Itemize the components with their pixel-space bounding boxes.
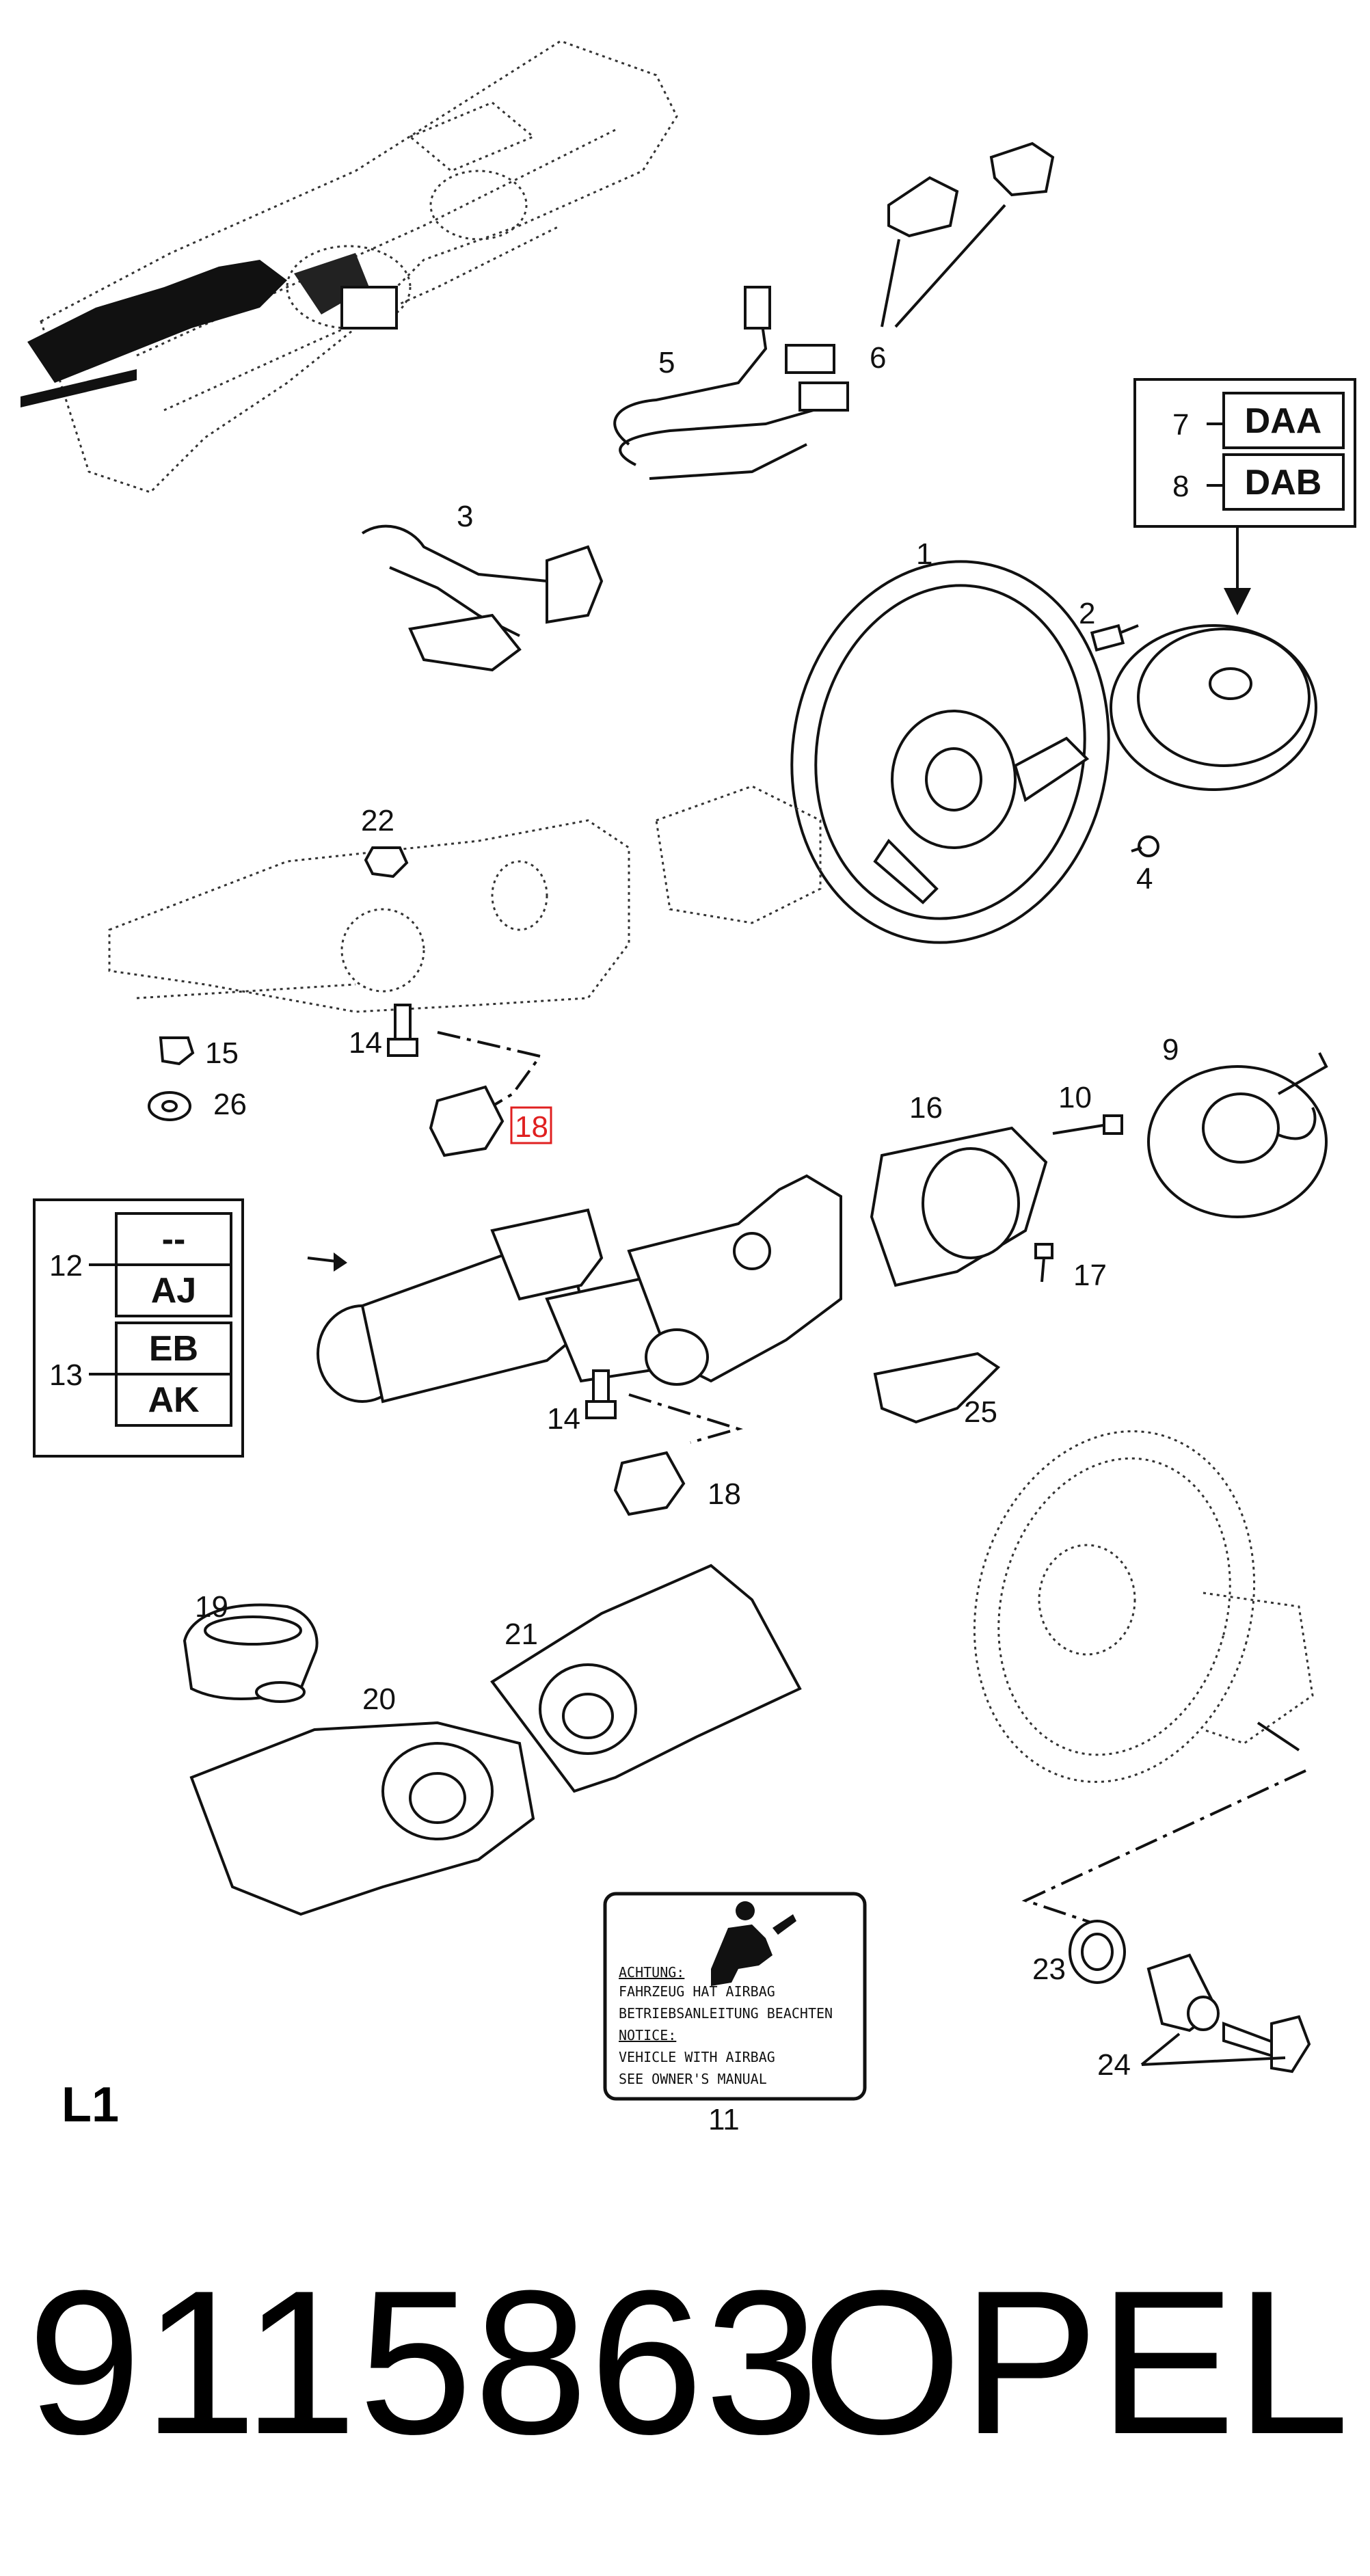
callout-22: 22 bbox=[361, 804, 394, 837]
warning-line-5: VEHICLE WITH AIRBAG bbox=[619, 2049, 775, 2065]
callout-8: 8 bbox=[1172, 470, 1189, 503]
steering-column-assembly bbox=[307, 1174, 842, 1404]
part-5-harness bbox=[613, 286, 849, 480]
footer: 9115863 OPEL bbox=[0, 2249, 1370, 2475]
variant-code-dab: DAB bbox=[1245, 463, 1322, 502]
callout-25: 25 bbox=[964, 1395, 997, 1429]
callout-3: 3 bbox=[457, 500, 473, 533]
part-14-bolt-lower bbox=[585, 1369, 617, 1419]
variant-code-daa: DAA bbox=[1245, 401, 1322, 441]
callout-16: 16 bbox=[909, 1091, 943, 1125]
warning-line-1: ACHTUNG: bbox=[619, 1964, 684, 1981]
part-1-steering-wheel bbox=[790, 560, 1110, 944]
warning-line-4: NOTICE: bbox=[619, 2027, 676, 2043]
warning-line-6: SEE OWNER'S MANUAL bbox=[619, 2071, 767, 2087]
variant-box-column: 12 13 -- AJ EB AK bbox=[33, 1198, 244, 1458]
part-2-bolt bbox=[1090, 623, 1139, 652]
page-code: L1 bbox=[62, 2078, 120, 2132]
steering-wheel-outline bbox=[973, 1430, 1314, 1783]
callout-20: 20 bbox=[362, 1682, 396, 1716]
callout-6: 6 bbox=[870, 341, 886, 375]
callout-5: 5 bbox=[658, 346, 675, 379]
callout-21: 21 bbox=[505, 1618, 538, 1651]
variant-code-aj: AJ bbox=[151, 1271, 196, 1311]
callout-10: 10 bbox=[1058, 1081, 1092, 1114]
steering-column-outline bbox=[108, 785, 822, 1013]
part-number: 9115863 bbox=[27, 2247, 820, 2477]
callout-24: 24 bbox=[1097, 2048, 1131, 2082]
part-17-screw bbox=[1034, 1243, 1053, 1283]
part-20-shroud bbox=[189, 1721, 535, 1916]
part-6-covers bbox=[881, 142, 1055, 328]
part-23-ring bbox=[1069, 1920, 1126, 1984]
part-9-clock-spring bbox=[1147, 1052, 1328, 1218]
callout-7: 7 bbox=[1172, 408, 1189, 442]
callout-13: 13 bbox=[49, 1358, 83, 1392]
part-25-bracket bbox=[873, 1352, 1001, 1424]
part-14-bolt-upper bbox=[387, 1004, 418, 1057]
callout-4: 4 bbox=[1136, 862, 1153, 896]
part-18-switch-lower bbox=[613, 1451, 686, 1516]
warning-label: ACHTUNG: FAHRZEUG HAT AIRBAG BETRIEBSANL… bbox=[603, 1892, 867, 2101]
variant-code-ak: AK bbox=[148, 1380, 200, 1420]
part-18-switch-upper bbox=[429, 1085, 505, 1157]
brand-name: OPEL bbox=[802, 2247, 1349, 2477]
callout-11: 11 bbox=[708, 2103, 740, 2136]
variant-box-airbag: 7 8 DAA DAB bbox=[1133, 378, 1356, 528]
variant-code-dash: -- bbox=[162, 1220, 186, 1259]
part-22-nut bbox=[364, 846, 409, 878]
callout-18-upper: 18 bbox=[515, 1110, 548, 1144]
variant-code-eb: EB bbox=[149, 1329, 198, 1369]
part-4-screw bbox=[1131, 835, 1159, 857]
part-15-clip bbox=[159, 1036, 195, 1066]
callout-14-upper: 14 bbox=[349, 1026, 382, 1060]
callout-18-lower: 18 bbox=[708, 1477, 741, 1511]
part-3-switch bbox=[361, 524, 604, 672]
warning-line-3: BETRIEBSANLEITUNG BEACHTEN bbox=[619, 2005, 833, 2022]
callout-12: 12 bbox=[49, 1249, 83, 1283]
callout-2: 2 bbox=[1079, 597, 1095, 630]
part-10-screw bbox=[1052, 1114, 1123, 1135]
callout-19: 19 bbox=[195, 1590, 228, 1624]
callout-17: 17 bbox=[1073, 1259, 1107, 1292]
callout-14-lower: 14 bbox=[547, 1402, 580, 1436]
callout-9: 9 bbox=[1162, 1033, 1179, 1066]
callout-23: 23 bbox=[1032, 1953, 1066, 1986]
warning-line-2: FAHRZEUG HAT AIRBAG bbox=[619, 1983, 775, 2000]
callout-26: 26 bbox=[213, 1088, 247, 1121]
part-19-grommet bbox=[183, 1603, 319, 1703]
callout-15: 15 bbox=[205, 1036, 239, 1070]
dashboard-illustration bbox=[21, 40, 678, 494]
airbag-module bbox=[1110, 526, 1317, 791]
part-21-shroud bbox=[490, 1564, 802, 1793]
highlight-frame bbox=[510, 1106, 552, 1144]
callout-1: 1 bbox=[916, 537, 932, 571]
part-24-lock-and-key bbox=[1140, 1953, 1311, 2074]
